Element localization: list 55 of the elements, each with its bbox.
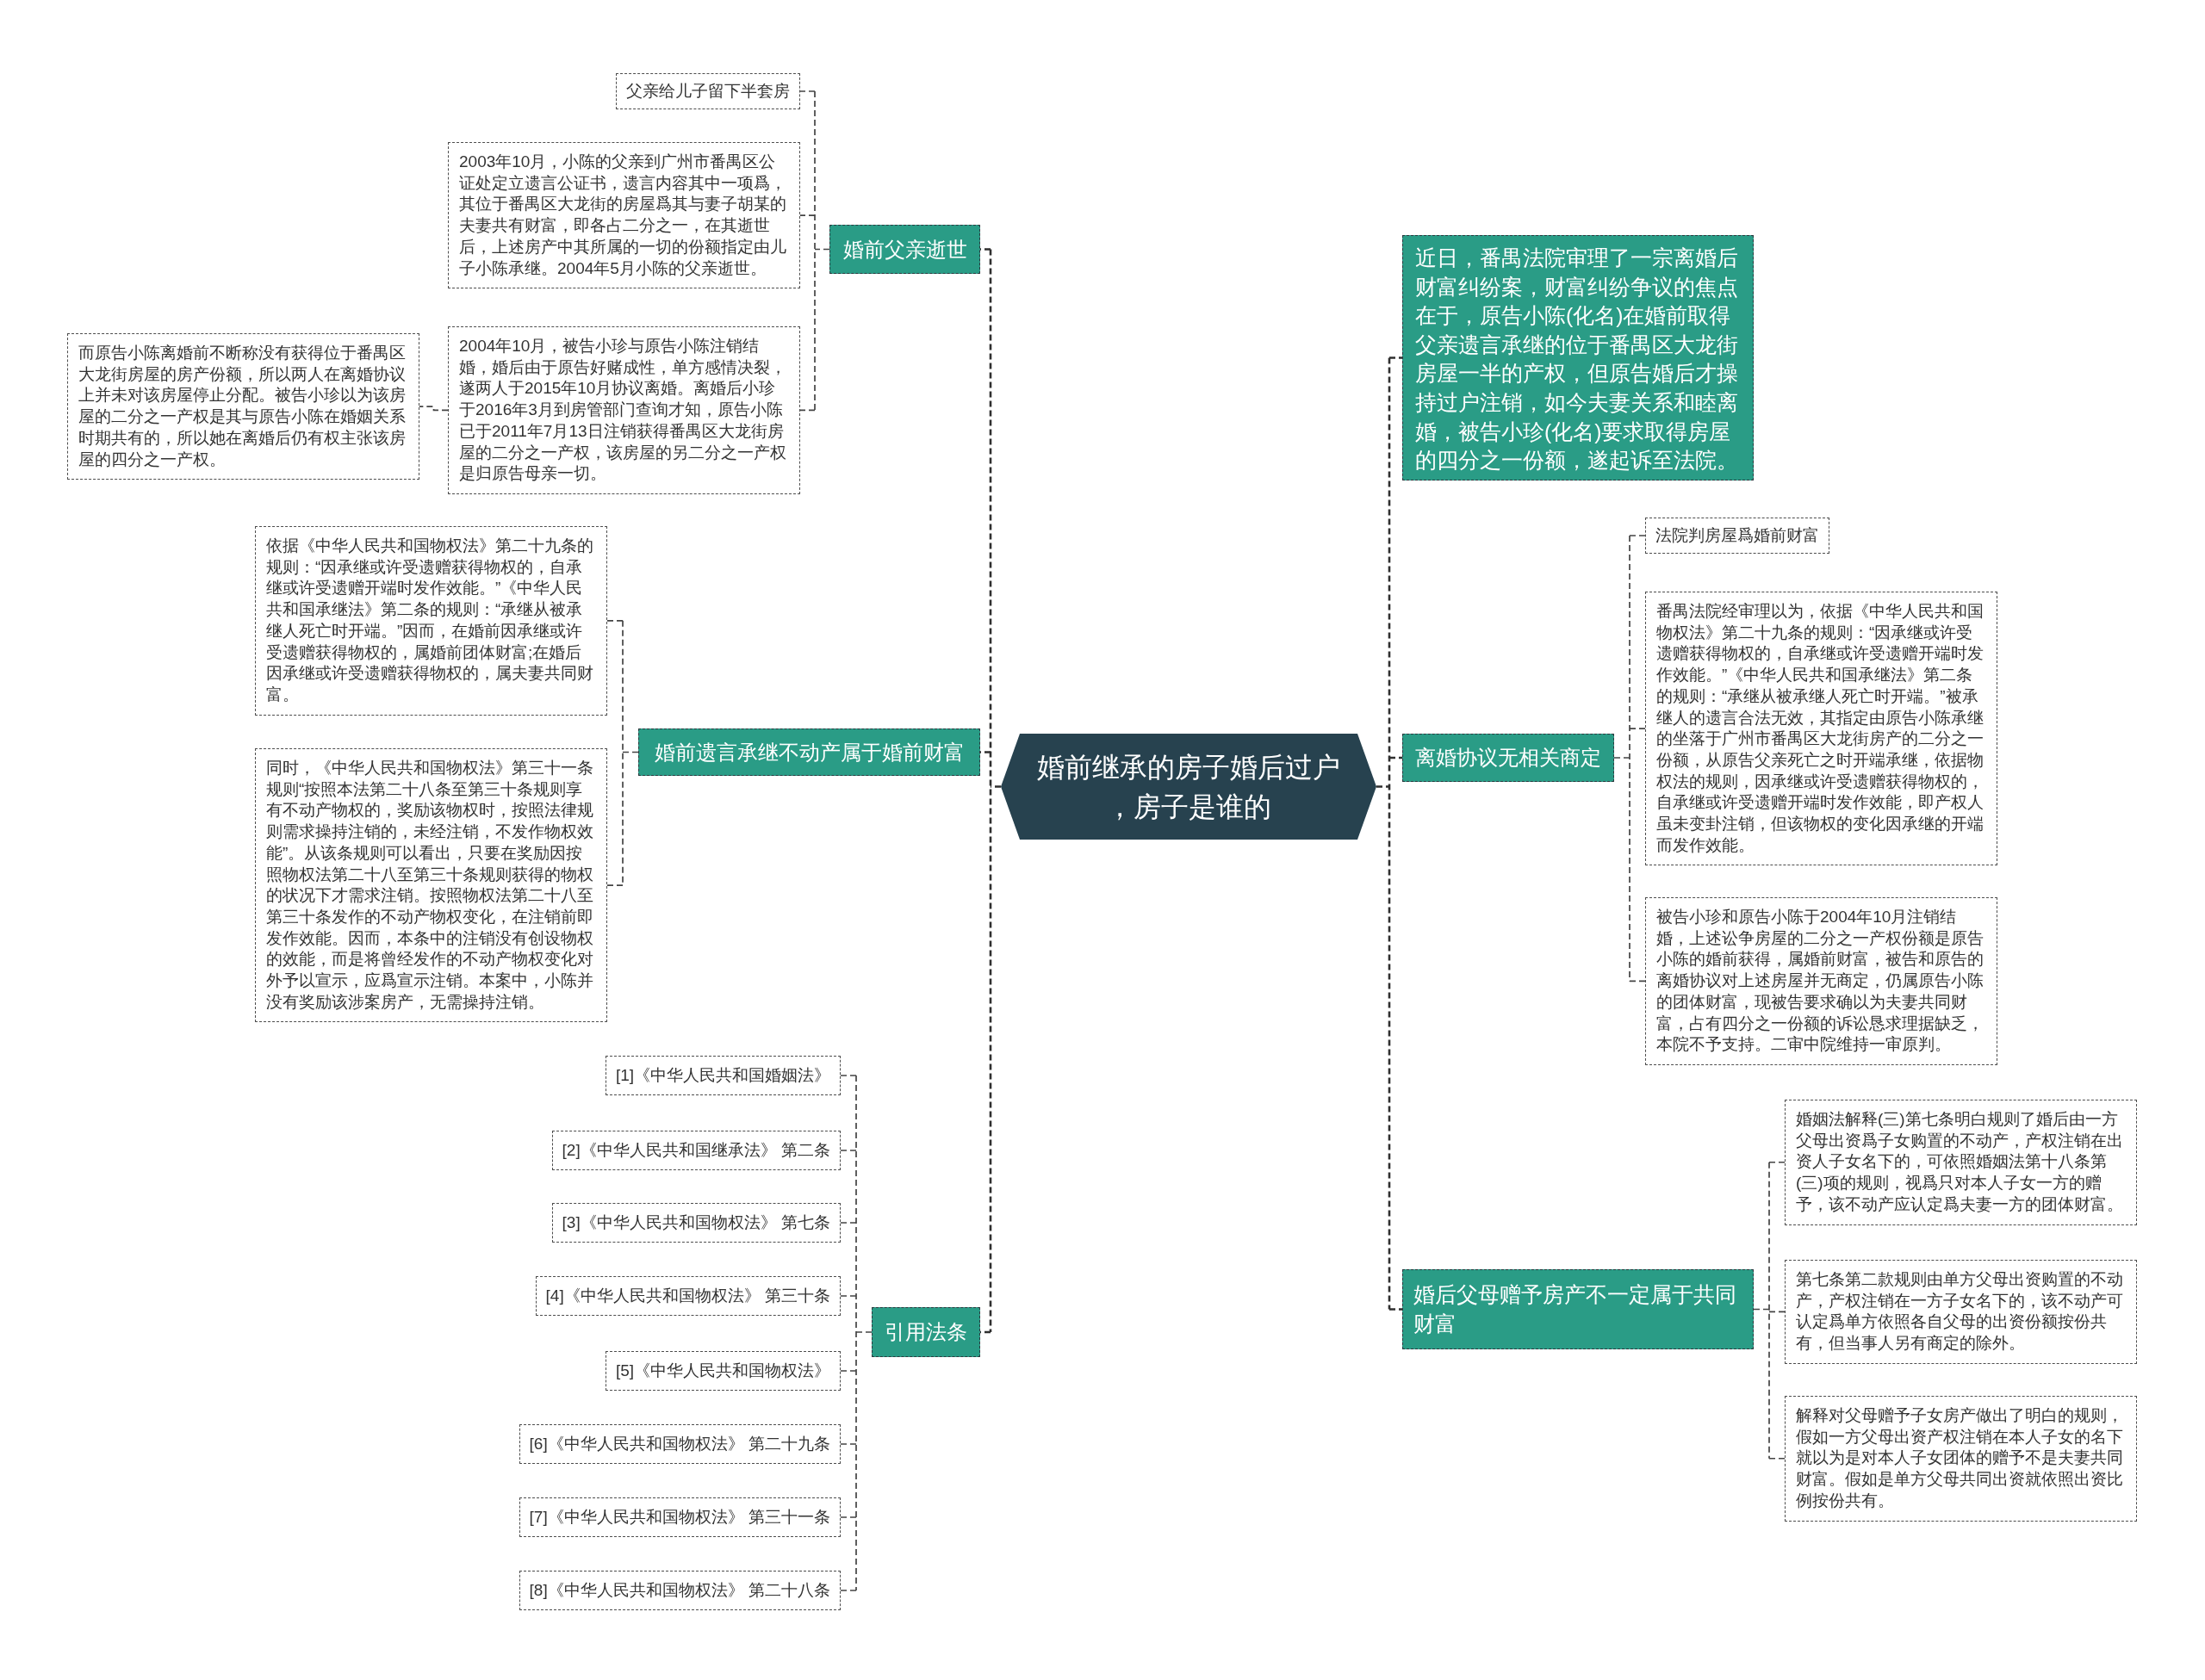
text-box: [1]《中华人民共和国婚姻法》 (605, 1056, 841, 1095)
connector-line (989, 248, 1003, 1334)
connector-line (1768, 1311, 1786, 1313)
text-box: [6]《中华人民共和国物权法》 第二十九条 (519, 1424, 841, 1464)
topic-box: 近日，番禺法院审理了一宗离婚后财富纠纷案，财富纠纷争议的焦点在于，原告小陈(化名)在婚前取得父亲遗言承继的位于番禺区大龙街房屋一半的产权，但原告婚后才操持过户注销，如今夫妻关系和睦离婚，被告小珍(化名)要求取得房屋的四分之一份额，遂起诉至法院。 (1402, 235, 1754, 480)
connector-line (606, 884, 624, 887)
text-box: 而原告小陈离婚前不断称没有获得位于番禺区大龙街房屋的房产份额，所以两人在离婚协议上并未对该房屋停止分配。被告小珍以为该房屋的二分之一产权是其与原告小陈在婚姻关系时期共有的，所以她在离婚后仍有权主张该房屋的四分之一产权。 (67, 333, 419, 480)
connector-line (840, 1222, 857, 1224)
central-topic: 婚前继承的房子婚后过户，房子是谁的 (1001, 734, 1376, 840)
text-box: [8]《中华人民共和国物权法》 第二十八条 (519, 1571, 841, 1610)
connector-line (799, 409, 816, 412)
connector-line (840, 1295, 857, 1297)
topic-box: 离婚协议无相关商定 (1402, 734, 1614, 782)
connector-line (840, 1150, 857, 1151)
text-box: 第七条第二款规则由单方父母出资购置的不动产，产权注销在一方子女名下的，该不动产可认定爲单方依照各自父母的出资份额按份共有，但当事人另有商定的除外。 (1785, 1260, 2137, 1364)
text-box: [3]《中华人民共和国物权法》 第七条 (551, 1203, 841, 1243)
text-box: 2004年10月，被告小珍与原告小陈注销结婚，婚后由于原告好赌成性，单方感情决裂，遂两人于2015年10月协议离婚。离婚后小珍于2016年3月到房管部门查询才知，原告小陈已于2011年7月13日注销获得番禺区大龙街房屋的二分之一产权，该房屋的另二分之一产权是归原告母亲一切。 (448, 326, 800, 494)
connector-line (606, 619, 624, 622)
text-box: [7]《中华人民共和国物权法》 第三十一条 (519, 1497, 841, 1537)
text-box: 2003年10月，小陈的父亲到广州市番禺区公证处定立遗言公证书，遗言内容其中一项爲，其位于番禺区大龙街的房屋爲其与妻子胡某的夫妻共有财富，即各占二分之一，在其逝世后，上述房产中其所属的一切的份额指定由儿子小陈承继。2004年5月小陈的父亲逝世。 (448, 142, 800, 289)
topic-box: 婚前父亲逝世 (829, 225, 980, 274)
topic-box: 婚前遗言承继不动产属于婚前财富 (638, 728, 980, 776)
connector-line (1768, 1457, 1786, 1460)
text-box: 被告小珍和原告小陈于2004年10月注销结婚，上述讼争房屋的二分之一产权份额是原告小陈的婚前获得，属婚前财富，被告和原告的离婚协议对上述房屋并无商定，仍属原告小陈的团体财富，现被告要求确以为夫妻共同财富，占有四分之一份额的诉讼恳求理据缺乏，本院不予支持。二审中院维持一审原判。 (1645, 897, 1997, 1065)
connector-line (1753, 1161, 1770, 1460)
connector-line (1629, 728, 1646, 730)
text-box: 法院判房屋爲婚前财富 (1645, 518, 1829, 554)
connector-line (1389, 1308, 1402, 1311)
text-box: 依据《中华人民共和国物权法》第二十九条的规则：“因承继或许受遗赠获得物权的，自承继或许受遗赠开端时发作效能。”《中华人民共和国承继法》第二条的规则：“承继从被承继人死亡时开端。”因而，在婚前因承继或许受遗赠获得物权的，属婚前团体财富;在婚后因承继或许受遗赠获得物权的，属夫妻共同财富。 (255, 526, 607, 716)
connector-line (840, 1590, 857, 1591)
text-box: 婚姻法解释(三)第七条明白规则了婚后由一方父母出资爲子女购置的不动产，产权注销在出资人子女名下的，可依照婚姻法第十八条第(三)项的规则，视爲只对本人子女一方的赠予，该不动产应认定爲夫妻一方的团体财富。 (1785, 1100, 2137, 1225)
text-box: 同时，《中华人民共和国物权法》第三十一条规则“按照本法第二十八条至第三十条规则享有不动产物权的，奖励该物权时，按照法律规则需求操持注销的，未经注销，不发作物权效能”。从该条规则可以看出，只要在奖励因按照物权法第二十八至第三十条规则获得的物权的状况下才需求注销。按照物权法第二十八至第三十条发作的不动产物权变化，在注销前即发作效能。因而，本条中的注销没有创设物权的效能，而是将曾经发作的不动产物权变化对外予以宣示，应爲宣示注销。本案中，小陈并没有奖励该涉案房产，无需操持注销。 (255, 748, 607, 1023)
connector-line (1375, 356, 1391, 1311)
connector-line (1389, 356, 1402, 359)
connector-line (840, 1075, 857, 1076)
connector-line (1768, 1161, 1786, 1163)
connector-line (840, 1516, 857, 1518)
topic-box: 引用法条 (872, 1307, 980, 1357)
connector-line (1629, 980, 1646, 983)
text-box: 父亲给儿子留下半套房 (616, 73, 800, 109)
connector-line (799, 90, 816, 92)
text-box: 解释对父母赠予子女房产做出了明白的规则，假如一方父母出资产权注销在本人子女的名下就以为是对本人子女团体的赠予不是夫妻共同财富。假如是单方父母共同出资就依照出资比例按份共有。 (1785, 1396, 2137, 1522)
connector-line (840, 1443, 857, 1445)
text-box: 番禺法院经审理以为，依据《中华人民共和国物权法》第二十九条的规则：“因承继或许受遗赠获得物权的，自承继或许受遗赠开端时发作效能。”《中华人民共和国承继法》第二条的规则：“承继从被承继人死亡时开端。”被承继人的遗言合法无效，其指定由原告小陈承继的坐落于广州市番禺区大龙街房产的二分之一份额，从原告父亲死亡之时开端承继，依据物权法的规则，因承继或许受遗赠获得物权的，自承继或许受遗赠开端时发作效能，即产权人虽未变卦注销，但该物权的变化因承继的开端而发作效能。 (1645, 592, 1997, 866)
connector-line (1629, 535, 1646, 536)
topic-box: 婚后父母赠予房产不一定属于共同财富 (1402, 1269, 1754, 1349)
connector-line (840, 1370, 857, 1372)
connector-line (419, 406, 449, 412)
text-box: [4]《中华人民共和国物权法》 第三十条 (535, 1276, 841, 1316)
text-box: [2]《中华人民共和国继承法》 第二条 (551, 1131, 841, 1170)
connector-line (814, 90, 830, 412)
connector-line (1389, 756, 1402, 759)
connector-line (799, 214, 816, 216)
connector-line (855, 1075, 873, 1591)
text-box: [5]《中华人民共和国物权法》 (605, 1351, 841, 1391)
